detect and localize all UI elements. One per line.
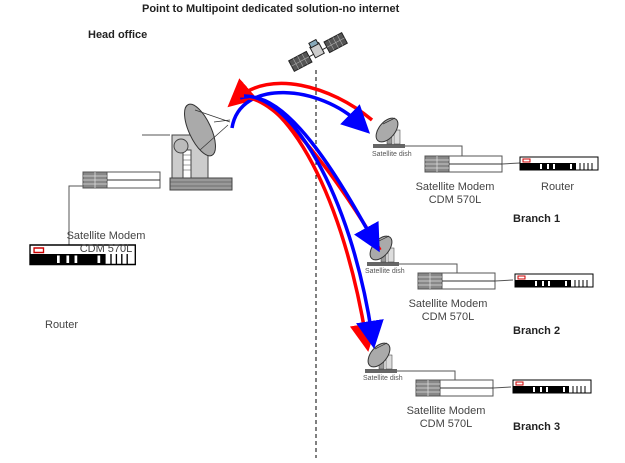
branch2-modem-icon (417, 272, 496, 290)
downlink-branch1-arc (230, 90, 371, 134)
branch3-dish-icon (363, 338, 398, 374)
branch2-router-icon (514, 273, 594, 288)
head-office-modem-icon (82, 171, 161, 189)
branch1-dish-label: Satellite dish (372, 151, 412, 158)
ho-modem-label: Satellite Modem CDM 570L (66, 230, 146, 256)
branch1-modem-label: Satellite Modem CDM 570L (410, 181, 500, 207)
link-branch3-blue-arc (243, 94, 384, 349)
modem-name: Satellite Modem (415, 181, 495, 193)
branch1-label: Branch 1 (513, 213, 561, 225)
modem-name: Satellite Modem (66, 230, 146, 242)
modem-model: CDM 570L (419, 418, 473, 430)
branch2-dish-label: Satellite dish (365, 268, 405, 275)
ho-modem-cable (68, 185, 83, 245)
satellite-links (227, 78, 384, 352)
branch3-router-icon (512, 379, 592, 394)
branch3-label: Branch 3 (513, 421, 561, 433)
branch1-router-icon (519, 156, 599, 171)
branch2-label: Branch 2 (513, 325, 561, 337)
page-title: Point to Multipoint dedicated solution-n… (142, 3, 400, 15)
modem-model: CDM 570L (428, 194, 482, 206)
modem-name: Satellite Modem (406, 405, 486, 417)
branch2-modem-label: Satellite Modem CDM 570L (403, 298, 493, 324)
branch1-modem-icon (424, 155, 503, 173)
head-office-dish-icon (169, 103, 233, 191)
head-office-label: Head office (88, 29, 148, 41)
branch3-modem-label: Satellite Modem CDM 570L (401, 405, 491, 431)
branch1-dish-icon (371, 113, 406, 149)
branch1-router-label: Router (541, 181, 575, 193)
ho-router-label: Router (45, 319, 79, 331)
modem-model: CDM 570L (421, 311, 475, 323)
branch3-modem-icon (415, 379, 494, 397)
modem-name: Satellite Modem (408, 298, 488, 310)
branch3-dish-label: Satellite dish (363, 375, 403, 382)
satellite-icon (288, 31, 348, 73)
modem-model: CDM 570L (79, 243, 133, 255)
